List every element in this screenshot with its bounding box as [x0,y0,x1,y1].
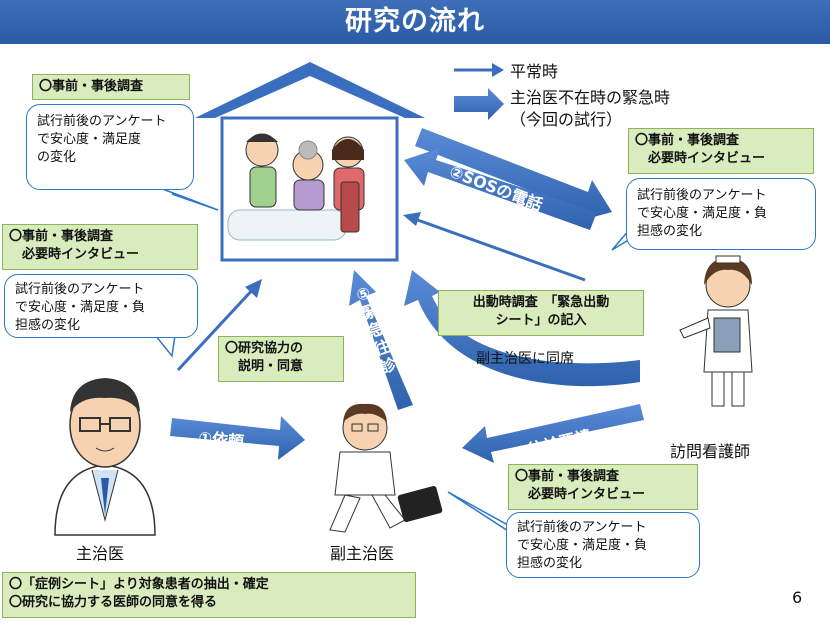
vice-survey-header: 〇事前・事後調査 必要時インタビュー [508,464,698,510]
nurse-survey-header: 〇事前・事後調査 必要時インタビュー [628,128,814,174]
vice-doctor-illustration [329,403,443,533]
attending-doctor-illustration [54,378,156,536]
bubble-line: で安心度・満足度 [37,132,142,147]
nurse-survey-bubble: 試行前後のアンケート で安心度・満足度・負 担感の変化 [626,178,816,250]
family-survey-bubble: 試行前後のアンケート で安心度・満足度 の変化 [26,104,194,190]
consent-line: 説明・同意 [225,359,304,374]
attending-doctor-label: 主治医 [76,544,125,563]
header-line: 〇事前・事後調査 [515,469,620,484]
legend-normal-arrow [454,63,504,77]
left-survey-bubble: 試行前後のアンケート で安心度・満足度・負 担感の変化 [4,274,198,338]
summary-line: 〇研究に協力する医師の同意を得る [9,595,218,610]
bottom-summary-box: 〇「症例シート」より対象患者の抽出・確定 〇研究に協力する医師の同意を得る [2,572,416,618]
header-line: 必要時インタビュー [515,487,646,502]
bubble-line: 試行前後のアンケート [37,114,167,129]
summary-line: 〇「症例シート」より対象患者の抽出・確定 [9,577,269,592]
header-line: 必要時インタビュー [9,247,140,262]
dispatch-line: 出動時調査 「緊急出動 [472,295,610,310]
legend-emergency-arrow [454,88,504,120]
legend-emergency-sub: （今回の試行） [510,110,623,129]
legend-normal-label: 平常時 [510,62,559,81]
bubble-line: の変化 [37,150,77,165]
legend-emergency-label: 主治医不在時の緊急時 [510,88,671,107]
request-arrow [462,404,644,463]
dispatch-line: シート」の記入 [495,313,587,328]
bubble-line: 担感の変化 [517,556,583,571]
family-illustration [227,133,365,241]
vice-doctor-label: 副主治医 [330,544,395,563]
bubble-line: で安心度・満足度・負 [517,538,648,553]
bubble-line: 試行前後のアンケート [517,520,647,535]
nurse-label: 訪問看護師 [670,442,751,461]
bubble-line: で安心度・満足度・負 [15,300,146,315]
left-survey-header: 〇事前・事後調査 必要時インタビュー [2,224,198,270]
sos-arrow [415,128,612,222]
header-line: 〇事前・事後調査 [9,229,114,244]
request-vice-arrow [170,416,305,460]
bubble-line: 担感の変化 [15,318,81,333]
bubble-line: 担感の変化 [637,224,703,239]
consent-box: 〇研究協力の 説明・同意 [218,336,344,382]
header-line: 〇事前・事後調査 [635,133,740,148]
bubble-line: 試行前後のアンケート [15,282,145,297]
page-title: 研究の流れ [345,6,485,37]
nurse-illustration [679,255,753,407]
bubble-line: 試行前後のアンケート [637,188,767,203]
accompany-label: 副主治医に同席 [476,351,574,367]
bubble-line: で安心度・満足度・負 [637,206,768,221]
house-call-arrow [349,270,413,410]
page-number: 6 [792,588,803,607]
consent-line: 〇研究協力の [225,341,304,356]
header-line: 必要時インタビュー [635,151,766,166]
normal-arrows [176,212,586,372]
family-survey-header: 〇事前・事後調査 [32,74,190,100]
request-vice-arrow-label: ①依頼 [197,427,245,452]
dispatch-survey-box: 出動時調査 「緊急出動 シート」の記入 [438,290,644,336]
visit-arrow [404,148,597,230]
title-bar [0,0,830,44]
vice-survey-bubble: 試行前後のアンケート で安心度・満足度・負 担感の変化 [506,512,700,578]
